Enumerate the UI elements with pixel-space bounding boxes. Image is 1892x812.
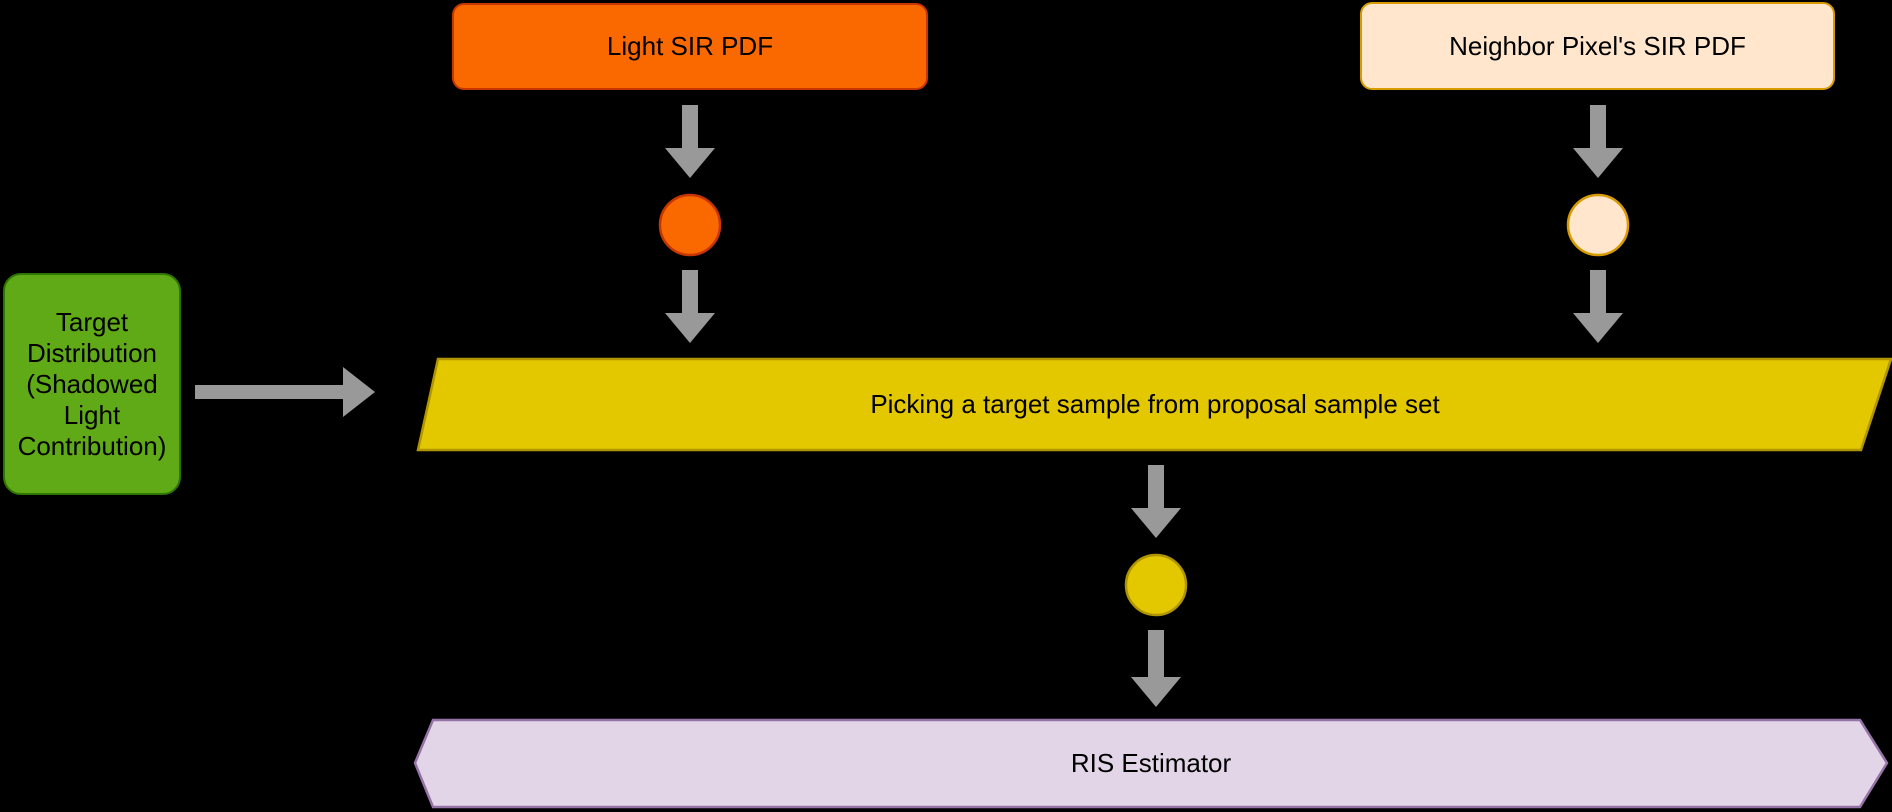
picking-target-sample-node: Picking a target sample from proposal sa… <box>418 359 1892 450</box>
target-distribution-node: Target Distribution (Shadowed Light Cont… <box>3 273 181 495</box>
target-sample-dot <box>1124 553 1188 617</box>
arrow-right-icon <box>195 367 375 417</box>
arrow-down-icon <box>1573 105 1623 178</box>
arrow-down-icon <box>665 105 715 178</box>
ris-estimator-node: RIS Estimator <box>415 720 1887 807</box>
ris-hexagon-shape <box>413 718 1889 809</box>
light-sample-dot <box>658 193 722 257</box>
arrow-down-icon <box>1131 630 1181 707</box>
picking-parallelogram-shape <box>416 357 1892 452</box>
light-sir-pdf-node: Light SIR PDF <box>452 3 928 90</box>
light-sir-pdf-label: Light SIR PDF <box>606 31 774 61</box>
neighbor-sample-dot <box>1566 193 1630 257</box>
target-distribution-label: Target Distribution (Shadowed Light Cont… <box>17 306 167 461</box>
arrow-down-icon <box>1573 270 1623 343</box>
arrow-down-icon <box>1131 465 1181 538</box>
picking-target-sample-label: Picking a target sample from proposal sa… <box>870 389 1440 419</box>
neighbor-sir-pdf-node: Neighbor Pixel's SIR PDF <box>1360 2 1835 90</box>
arrow-down-icon <box>665 270 715 343</box>
neighbor-sir-pdf-label: Neighbor Pixel's SIR PDF <box>1449 30 1746 61</box>
ris-estimator-label: RIS Estimator <box>1070 748 1232 778</box>
